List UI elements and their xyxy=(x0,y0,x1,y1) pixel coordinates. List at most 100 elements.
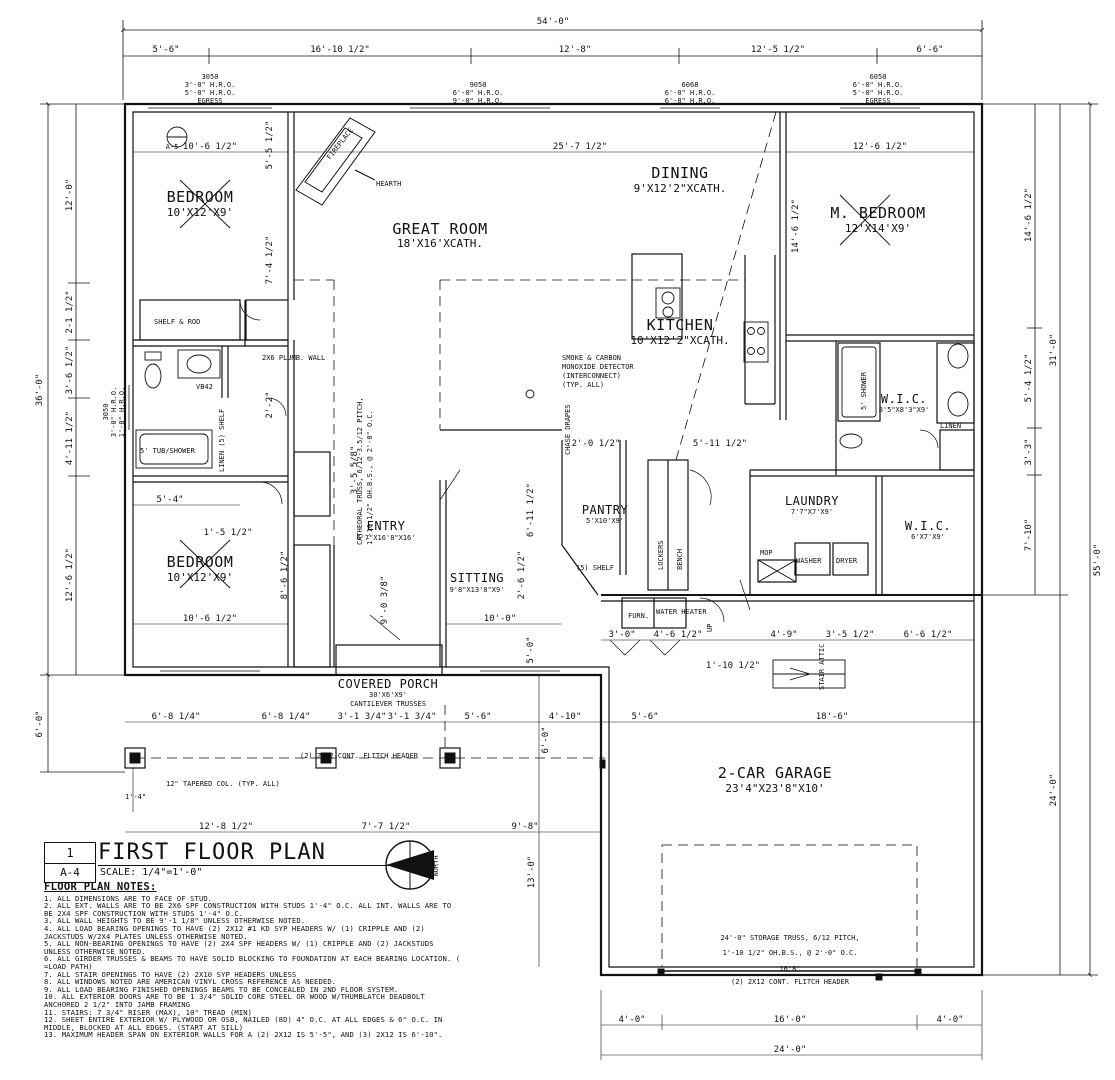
note-item: 3. ALL WALL HEIGHTS TO BE 9'-1 1/8" UNLE… xyxy=(44,916,306,926)
svg-text:KITCHEN: KITCHEN xyxy=(647,316,714,334)
label-garage-header: (2) 2X12 CONT. FLITCH HEADER xyxy=(731,978,850,986)
svg-text:6068: 6068 xyxy=(682,81,699,89)
label-smoke-1: SMOKE & CARBON xyxy=(562,354,621,362)
right-dimensions xyxy=(980,101,1098,978)
dim-vert-5: 5'-0" xyxy=(526,636,536,663)
label-bench: BENCH xyxy=(676,549,684,570)
dim-front-2: 7'-7 1/2" xyxy=(362,822,411,832)
room-bedroom-1: BEDROOM 10'X12'X9' xyxy=(167,188,234,219)
dim-br1-h: 7'-4 1/2" xyxy=(265,236,275,285)
label-storage-1: 24'-0" STORAGE TRUSS, 6/12 PITCH, xyxy=(720,934,859,942)
dim-front-1: 12'-8 1/2" xyxy=(199,822,253,832)
room-garage: 2-CAR GARAGE 23'4"X23'8"X10' xyxy=(718,764,832,795)
dim-lau-3: 4'-9" xyxy=(770,630,797,640)
dim-vert-7: 2'-0 1/2" xyxy=(572,439,621,449)
svg-text:M. BEDROOM: M. BEDROOM xyxy=(830,204,925,222)
svg-text:ENTRY: ENTRY xyxy=(367,519,406,533)
window-callout-3: 6068 6'-0" H.R.O. 6'-8" H.R.O. xyxy=(665,81,716,105)
dim-br2-width: 10'-6 1/2" xyxy=(183,614,237,624)
exterior-walls xyxy=(123,102,984,977)
label-stair-attic: STAIR ATTIC xyxy=(818,644,826,690)
dim-vert-3: 3'-5 5/8" xyxy=(350,446,360,495)
svg-text:6'X7'X9': 6'X7'X9' xyxy=(911,533,945,541)
interior-dim-lines xyxy=(125,151,983,1060)
note-item: 11. STAIRS: 7 3/4" RISER (MAX), 10" TREA… xyxy=(44,1007,253,1017)
left-dimensions xyxy=(40,101,125,773)
left-overall-dim: 36'-0" xyxy=(35,374,45,407)
room-dining: DINING 9'X12'2"XCATH. xyxy=(634,164,727,195)
dim-porch-2: 6'-8 1/4" xyxy=(262,712,311,722)
svg-text:BEDROOM: BEDROOM xyxy=(167,553,234,571)
dim-garage-bot-3: 4'-0" xyxy=(936,1015,963,1025)
label-smoke-3: (INTERCONNECT) xyxy=(562,372,621,380)
note-item: 9. ALL LOAD BEARING FINISHED OPENINGS BE… xyxy=(44,984,399,994)
note-item: 10. ALL EXTERIOR DOORS ARE TO BE 1 3/4" … xyxy=(44,992,425,1009)
label-cathedral-2: 1'-10 1/2" OH.B.S., @ 2'-0" O.C. xyxy=(366,410,374,545)
svg-text:BEDROOM: BEDROOM xyxy=(167,188,234,206)
right-dim-d: 7'-10" xyxy=(1024,519,1034,552)
label-smoke-2: MONOXIDE DETECTOR xyxy=(562,363,634,371)
left-dim-d: 4'-11 1/2" xyxy=(65,411,75,465)
dim-sit-width: 10'-0" xyxy=(484,614,517,624)
room-bedroom-2: BEDROOM 10'X12'X9' xyxy=(167,553,234,584)
dim-garage-bot-2: 16'-0" xyxy=(774,1015,807,1025)
svg-text:LAUNDRY: LAUNDRY xyxy=(785,494,839,508)
svg-text:6050: 6050 xyxy=(870,73,887,81)
svg-text:18'X16'XCATH.: 18'X16'XCATH. xyxy=(397,237,483,250)
label-vb: VB42 xyxy=(196,383,213,391)
top-dim-2: 16'-10 1/2" xyxy=(310,45,370,55)
svg-text:6'-0" H.R.O.: 6'-0" H.R.O. xyxy=(665,89,716,97)
dim-lau-2: 4'-6 1/2" xyxy=(654,630,703,640)
dim-lau-4: 3'-5 1/2" xyxy=(826,630,875,640)
right-overall-dim: 55'-0" xyxy=(1093,544,1103,577)
right-dim-b: 5'-4 1/2" xyxy=(1024,354,1034,403)
note-item: 2. ALL EXT. WALLS ARE TO BE 2X6 SPF CONS… xyxy=(44,901,452,918)
label-linen: LINEN (5) SHELF xyxy=(218,409,226,472)
garage-door xyxy=(657,968,922,981)
svg-text:23'4"X23'8"X10': 23'4"X23'8"X10' xyxy=(725,782,824,795)
room-great-room: GREAT ROOM 18'X16'XCATH. xyxy=(392,220,487,250)
svg-text:3'-0" H.R.O.: 3'-0" H.R.O. xyxy=(110,387,118,438)
right-house-dim: 31'-0" xyxy=(1049,334,1059,367)
dim-porch-6: 4'-10" xyxy=(549,712,582,722)
dim-vert-2: 2'-2" xyxy=(265,391,275,418)
note-item: 1. ALL DIMENSIONS ARE TO FACE OF STUD. xyxy=(44,893,213,903)
svg-text:W.I.C.: W.I.C. xyxy=(905,519,951,533)
north-label: NORTH xyxy=(432,855,440,876)
label-shelf-rod: SHELF & ROD xyxy=(154,318,200,326)
dim-garage-bot-1: 4'-0" xyxy=(618,1015,645,1025)
svg-text:3050: 3050 xyxy=(102,404,110,421)
sheet-number: A-4 xyxy=(44,863,96,883)
dim-porch-5: 5'-6" xyxy=(464,712,491,722)
svg-text:EGRESS: EGRESS xyxy=(197,97,222,105)
label-mop: MOP xyxy=(760,549,773,557)
dim-front-3: 9'-8" xyxy=(511,822,538,832)
svg-text:PANTRY: PANTRY xyxy=(582,503,629,517)
svg-text:10'X12'2"XCATH.: 10'X12'2"XCATH. xyxy=(630,334,729,347)
dashed-lines xyxy=(135,111,918,968)
drawing-scale: SCALE: 1/4"=1'-0" xyxy=(100,867,203,878)
note-item: 13. MAXIMUM HEADER SPAN ON EXTERIOR WALL… xyxy=(44,1030,443,1040)
label-smoke-4: (TYP. ALL) xyxy=(562,381,604,389)
svg-text:5'-0" H.R.O.: 5'-0" H.R.O. xyxy=(853,89,904,97)
fixtures xyxy=(135,126,969,689)
room-wic-1: W.I.C. 8'5"X8'3"X9' xyxy=(879,392,930,414)
top-dim-4: 12'-5 1/2" xyxy=(751,45,805,55)
dim-garage-overall: 24'-0" xyxy=(774,1045,807,1055)
window-callout-left: 3050 3'-0" H.R.O. 1'-0" H.R.O. xyxy=(102,387,126,438)
door-swings xyxy=(239,299,939,656)
dim-great-width: 25'-7 1/2" xyxy=(553,142,607,152)
notes-list: 1. ALL DIMENSIONS ARE TO FACE OF STUD. 2… xyxy=(44,893,464,1040)
dim-porch-3: 3'-1 3/4" xyxy=(338,712,387,722)
room-laundry: LAUNDRY 7'7"X7'X9' xyxy=(785,494,839,516)
note-item: 8. ALL WINDOWS NOTED ARE AMERICAN VINYL … xyxy=(44,977,337,987)
svg-text:6'7"X16'8"X16': 6'7"X16'8"X16' xyxy=(356,534,415,542)
svg-text:9'8"X13'8"X9': 9'8"X13'8"X9' xyxy=(450,586,505,594)
dim-mbr-h: 14'-6 1/2" xyxy=(791,199,801,253)
svg-text:6'-0" H.R.O.: 6'-0" H.R.O. xyxy=(453,89,504,97)
window-callout-1: 3050 3'-0" H.R.O. 5'-0" H.R.O. EGRESS xyxy=(185,73,236,105)
room-master-bedroom: M. BEDROOM 12'X14'X9' xyxy=(830,204,925,235)
top-dimensions xyxy=(120,20,985,100)
dim-lau-1: 3'-0" xyxy=(608,630,635,640)
